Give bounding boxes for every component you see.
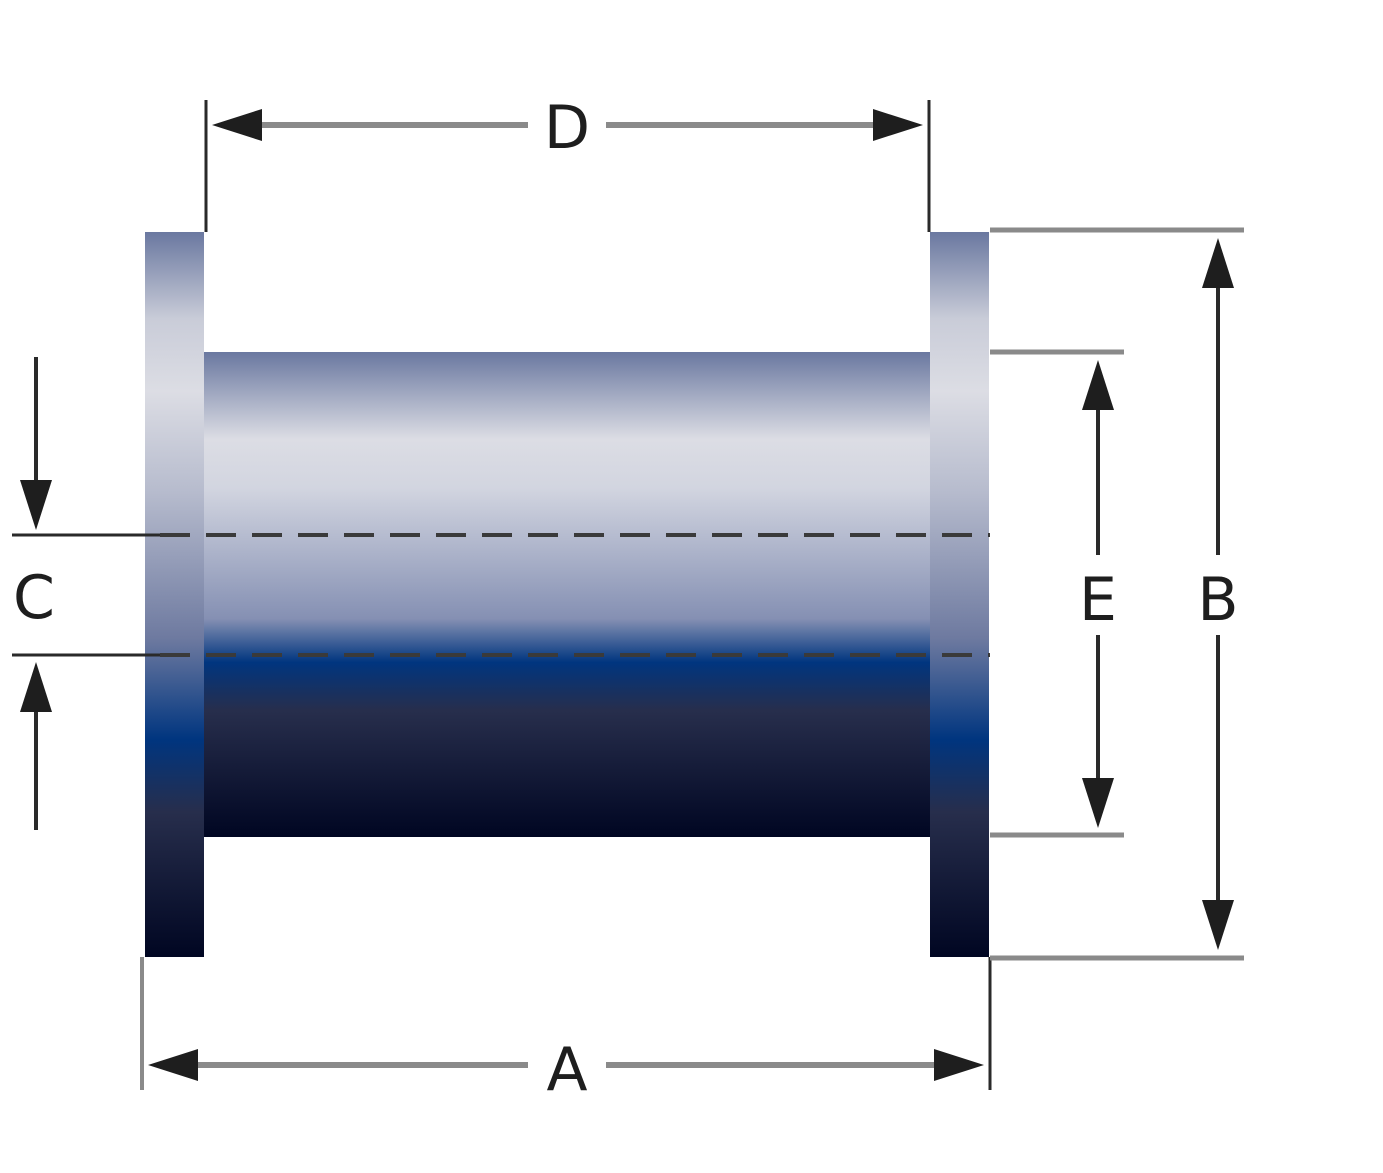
- left-flange: [145, 232, 204, 957]
- label-d: D: [544, 93, 590, 163]
- dimension-b: B: [990, 227, 1244, 961]
- label-e: E: [1079, 565, 1117, 635]
- right-flange: [930, 232, 989, 957]
- label-c: C: [13, 563, 55, 633]
- dimension-c: C: [13, 357, 55, 830]
- dimension-a: A: [140, 957, 992, 1105]
- bore-dashed-lines: [160, 533, 990, 657]
- bore-extension-lines: [12, 533, 160, 657]
- spool-core: [203, 352, 931, 837]
- label-a: A: [546, 1035, 587, 1105]
- dimension-d: D: [204, 93, 931, 232]
- dimension-e: E: [990, 349, 1124, 838]
- label-b: B: [1197, 565, 1238, 635]
